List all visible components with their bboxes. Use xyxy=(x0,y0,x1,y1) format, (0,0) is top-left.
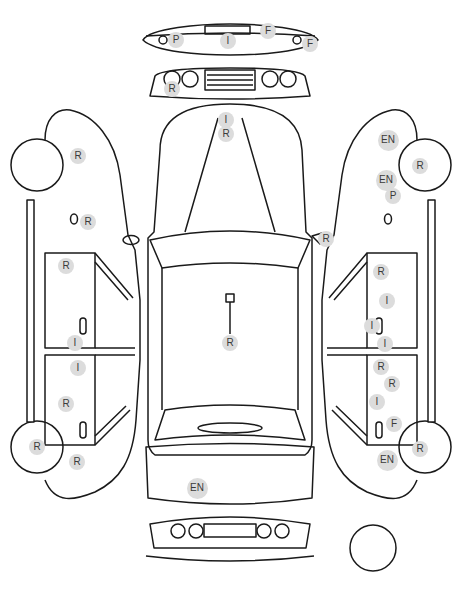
damage-badge: I xyxy=(379,293,395,309)
damage-code: R xyxy=(168,84,175,94)
damage-code: F xyxy=(265,26,271,36)
damage-code: P xyxy=(173,35,180,45)
damage-badge: R xyxy=(29,439,45,455)
damage-code: R xyxy=(416,161,423,171)
damage-badge: R xyxy=(412,441,428,457)
damage-badge: EN xyxy=(377,450,398,471)
damage-code: R xyxy=(377,362,384,372)
damage-code: I xyxy=(376,397,379,407)
damage-badge: EN xyxy=(378,130,399,151)
damage-code: EN xyxy=(190,483,204,493)
damage-code: I xyxy=(225,115,228,125)
damage-code: EN xyxy=(381,135,395,145)
damage-badge: P xyxy=(385,188,401,204)
damage-code: R xyxy=(33,442,40,452)
damage-badge: R xyxy=(164,81,180,97)
damage-code: R xyxy=(222,129,229,139)
damage-badge: I xyxy=(377,336,393,352)
damage-badge: R xyxy=(80,214,96,230)
damage-code: P xyxy=(390,191,397,201)
damage-code: I xyxy=(371,321,374,331)
damage-badge: F xyxy=(302,36,318,52)
damage-badge: R xyxy=(69,454,85,470)
damage-code: R xyxy=(74,151,81,161)
damage-badge: I xyxy=(67,335,83,351)
damage-code: I xyxy=(386,296,389,306)
damage-badge: I xyxy=(220,33,236,49)
damage-code: F xyxy=(307,39,313,49)
damage-badge: R xyxy=(373,264,389,280)
damage-badge: P xyxy=(168,32,184,48)
damage-code: I xyxy=(227,36,230,46)
damage-code: EN xyxy=(380,455,394,465)
damage-badge: R xyxy=(58,396,74,412)
damage-badge: R xyxy=(58,258,74,274)
damage-badge: R xyxy=(218,126,234,142)
damage-code: R xyxy=(388,379,395,389)
damage-code: R xyxy=(416,444,423,454)
damage-code: I xyxy=(74,338,77,348)
damage-badge: R xyxy=(222,335,238,351)
damage-badge: EN xyxy=(187,478,208,499)
damage-badge: R xyxy=(384,376,400,392)
damage-code: EN xyxy=(379,175,393,185)
damage-code: R xyxy=(73,457,80,467)
damage-badge: I xyxy=(70,360,86,376)
damage-code: F xyxy=(391,419,397,429)
damage-badge: F xyxy=(260,23,276,39)
damage-code: R xyxy=(322,234,329,244)
damage-badge: R xyxy=(318,231,334,247)
damage-badge: F xyxy=(386,416,402,432)
damage-code: I xyxy=(77,363,80,373)
damage-badge: R xyxy=(70,148,86,164)
damage-code: I xyxy=(384,339,387,349)
damage-code: R xyxy=(226,338,233,348)
damage-code: R xyxy=(377,267,384,277)
damage-code: R xyxy=(62,399,69,409)
damage-badge: I xyxy=(364,318,380,334)
damage-code: R xyxy=(84,217,91,227)
damage-code: R xyxy=(62,261,69,271)
damage-badge: R xyxy=(373,359,389,375)
damage-badge: I xyxy=(369,394,385,410)
damage-badge: R xyxy=(412,158,428,174)
